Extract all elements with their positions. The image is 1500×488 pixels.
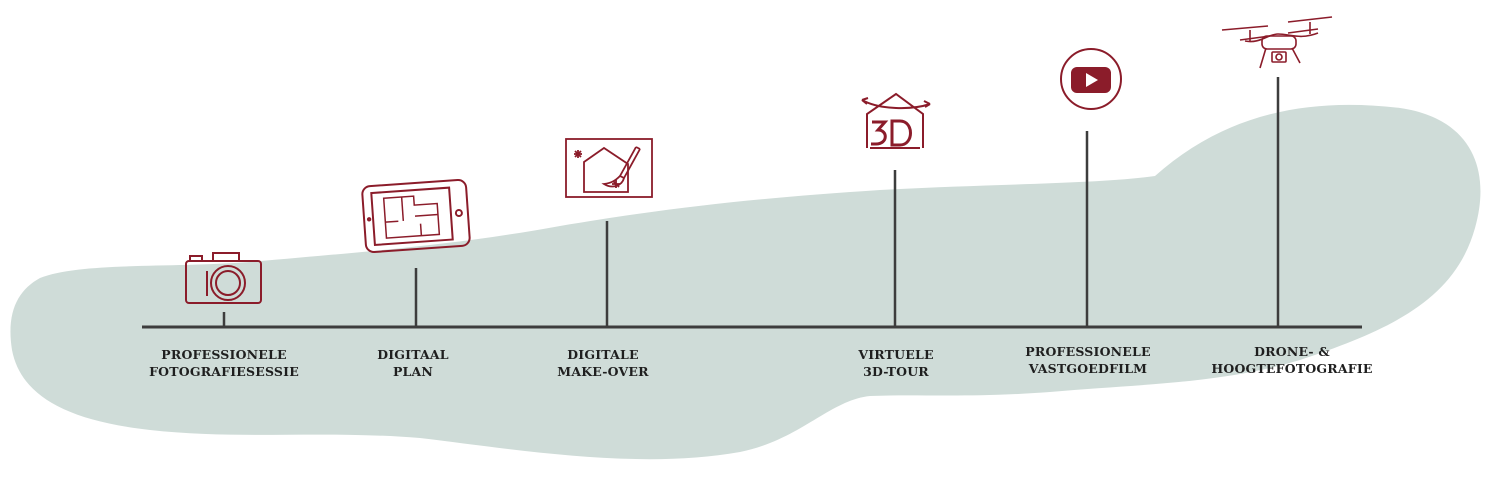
step-label-line: MAKE-OVER	[557, 364, 649, 379]
step-label-digitaal-plan: DIGITAAL PLAN	[303, 346, 523, 380]
step-label-drone-hoogtefotografie: DRONE- & HOOGTEFOTOGRAFIE	[1182, 343, 1402, 377]
step-label-line: DRONE- &	[1254, 344, 1330, 359]
step-label-line: DIGITAAL	[377, 347, 449, 362]
step-label-line: PROFESSIONELE	[161, 347, 287, 362]
step-label-line: 3D-TOUR	[863, 364, 929, 379]
step-label-line: VASTGOEDFILM	[1028, 361, 1148, 376]
step-label-line: FOTOGRAFIESESSIE	[149, 364, 299, 379]
play-button-icon	[1060, 48, 1122, 110]
camera-icon	[185, 252, 262, 304]
step-label-virtuele-3d-tour: VIRTUELE 3D-TOUR	[786, 346, 1006, 380]
tablet-floorplan-icon	[361, 178, 471, 254]
background-blob	[10, 104, 1481, 460]
step-label-line: DIGITALE	[567, 347, 639, 362]
step-label-professionele-fotografiesessie: PROFESSIONELE FOTOGRAFIESESSIE	[114, 346, 334, 380]
step-label-line: PROFESSIONELE	[1025, 344, 1151, 359]
house-paintbrush-icon	[565, 138, 653, 198]
step-label-professionele-vastgoedfilm: PROFESSIONELE VASTGOEDFILM	[978, 343, 1198, 377]
step-label-line: PLAN	[392, 364, 434, 379]
step-label-line: VIRTUELE	[858, 347, 934, 362]
step-label-digitale-make-over: DIGITALE MAKE-OVER	[493, 346, 713, 380]
drone-icon	[1221, 16, 1333, 69]
step-label-line: HOOGTEFOTOGRAFIE	[1211, 361, 1373, 376]
3d-house-icon	[861, 92, 931, 149]
